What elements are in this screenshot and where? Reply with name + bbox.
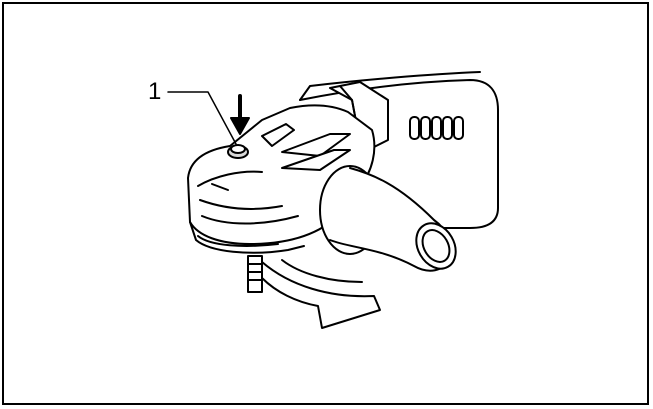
- side-handle: [319, 165, 457, 272]
- spindle: [247, 255, 263, 293]
- figure-frame: [2, 2, 649, 405]
- arrow-down-icon: [230, 94, 250, 135]
- wheel-guard: [261, 259, 381, 329]
- spindle-lock-button: [227, 144, 249, 159]
- callout-number-1: 1: [148, 78, 162, 105]
- callout-leader-line: [167, 91, 237, 145]
